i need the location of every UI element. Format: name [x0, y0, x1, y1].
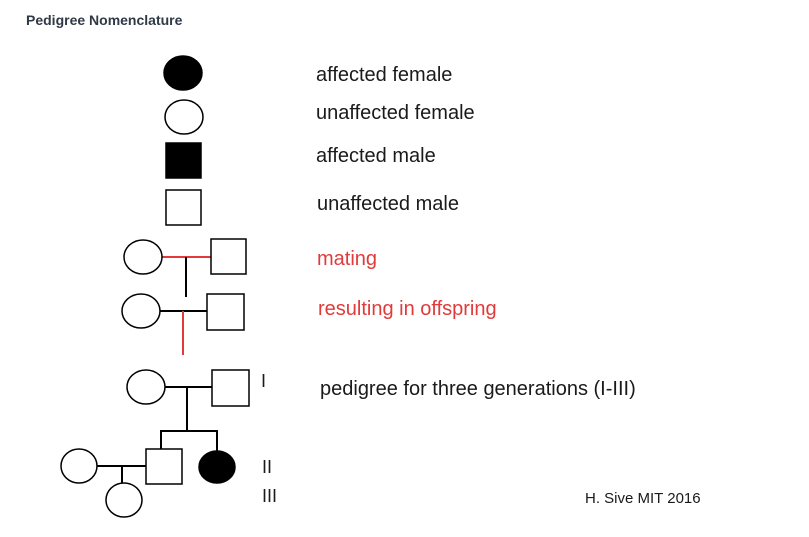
- offspring-label: resulting in offspring: [318, 298, 497, 320]
- gen1-female-symbol: [126, 369, 166, 405]
- mating-male-symbol: [210, 238, 247, 275]
- unaffected-male-symbol: [165, 189, 202, 226]
- gen3-female-symbol: [105, 482, 143, 518]
- affected-female-symbol: [163, 55, 203, 91]
- gen1-male-symbol: [211, 369, 250, 407]
- credit-text: H. Sive MIT 2016: [585, 490, 701, 507]
- three-generations-label: pedigree for three generations (I-III): [320, 378, 636, 400]
- offspring-male-symbol: [206, 293, 245, 331]
- mating-female-symbol: [123, 239, 163, 275]
- page-title: Pedigree Nomenclature: [26, 12, 183, 28]
- affected-male-symbol: [165, 142, 202, 179]
- affected-female-label: affected female: [316, 64, 453, 86]
- unaffected-male-label: unaffected male: [317, 193, 459, 215]
- affected-male-label: affected male: [316, 145, 436, 167]
- gen2-male-symbol: [145, 448, 183, 485]
- gen2-spouse-female-symbol: [60, 448, 98, 484]
- generation-i-label: I: [261, 371, 267, 391]
- gen2-affected-female-symbol: [198, 450, 236, 484]
- mating-label: mating: [317, 248, 378, 270]
- unaffected-female-label: unaffected female: [316, 102, 475, 124]
- offspring-female-symbol: [121, 293, 161, 329]
- generation-iii-label: III: [262, 486, 278, 506]
- unaffected-female-symbol: [164, 99, 204, 135]
- generation-ii-label: II: [262, 457, 273, 477]
